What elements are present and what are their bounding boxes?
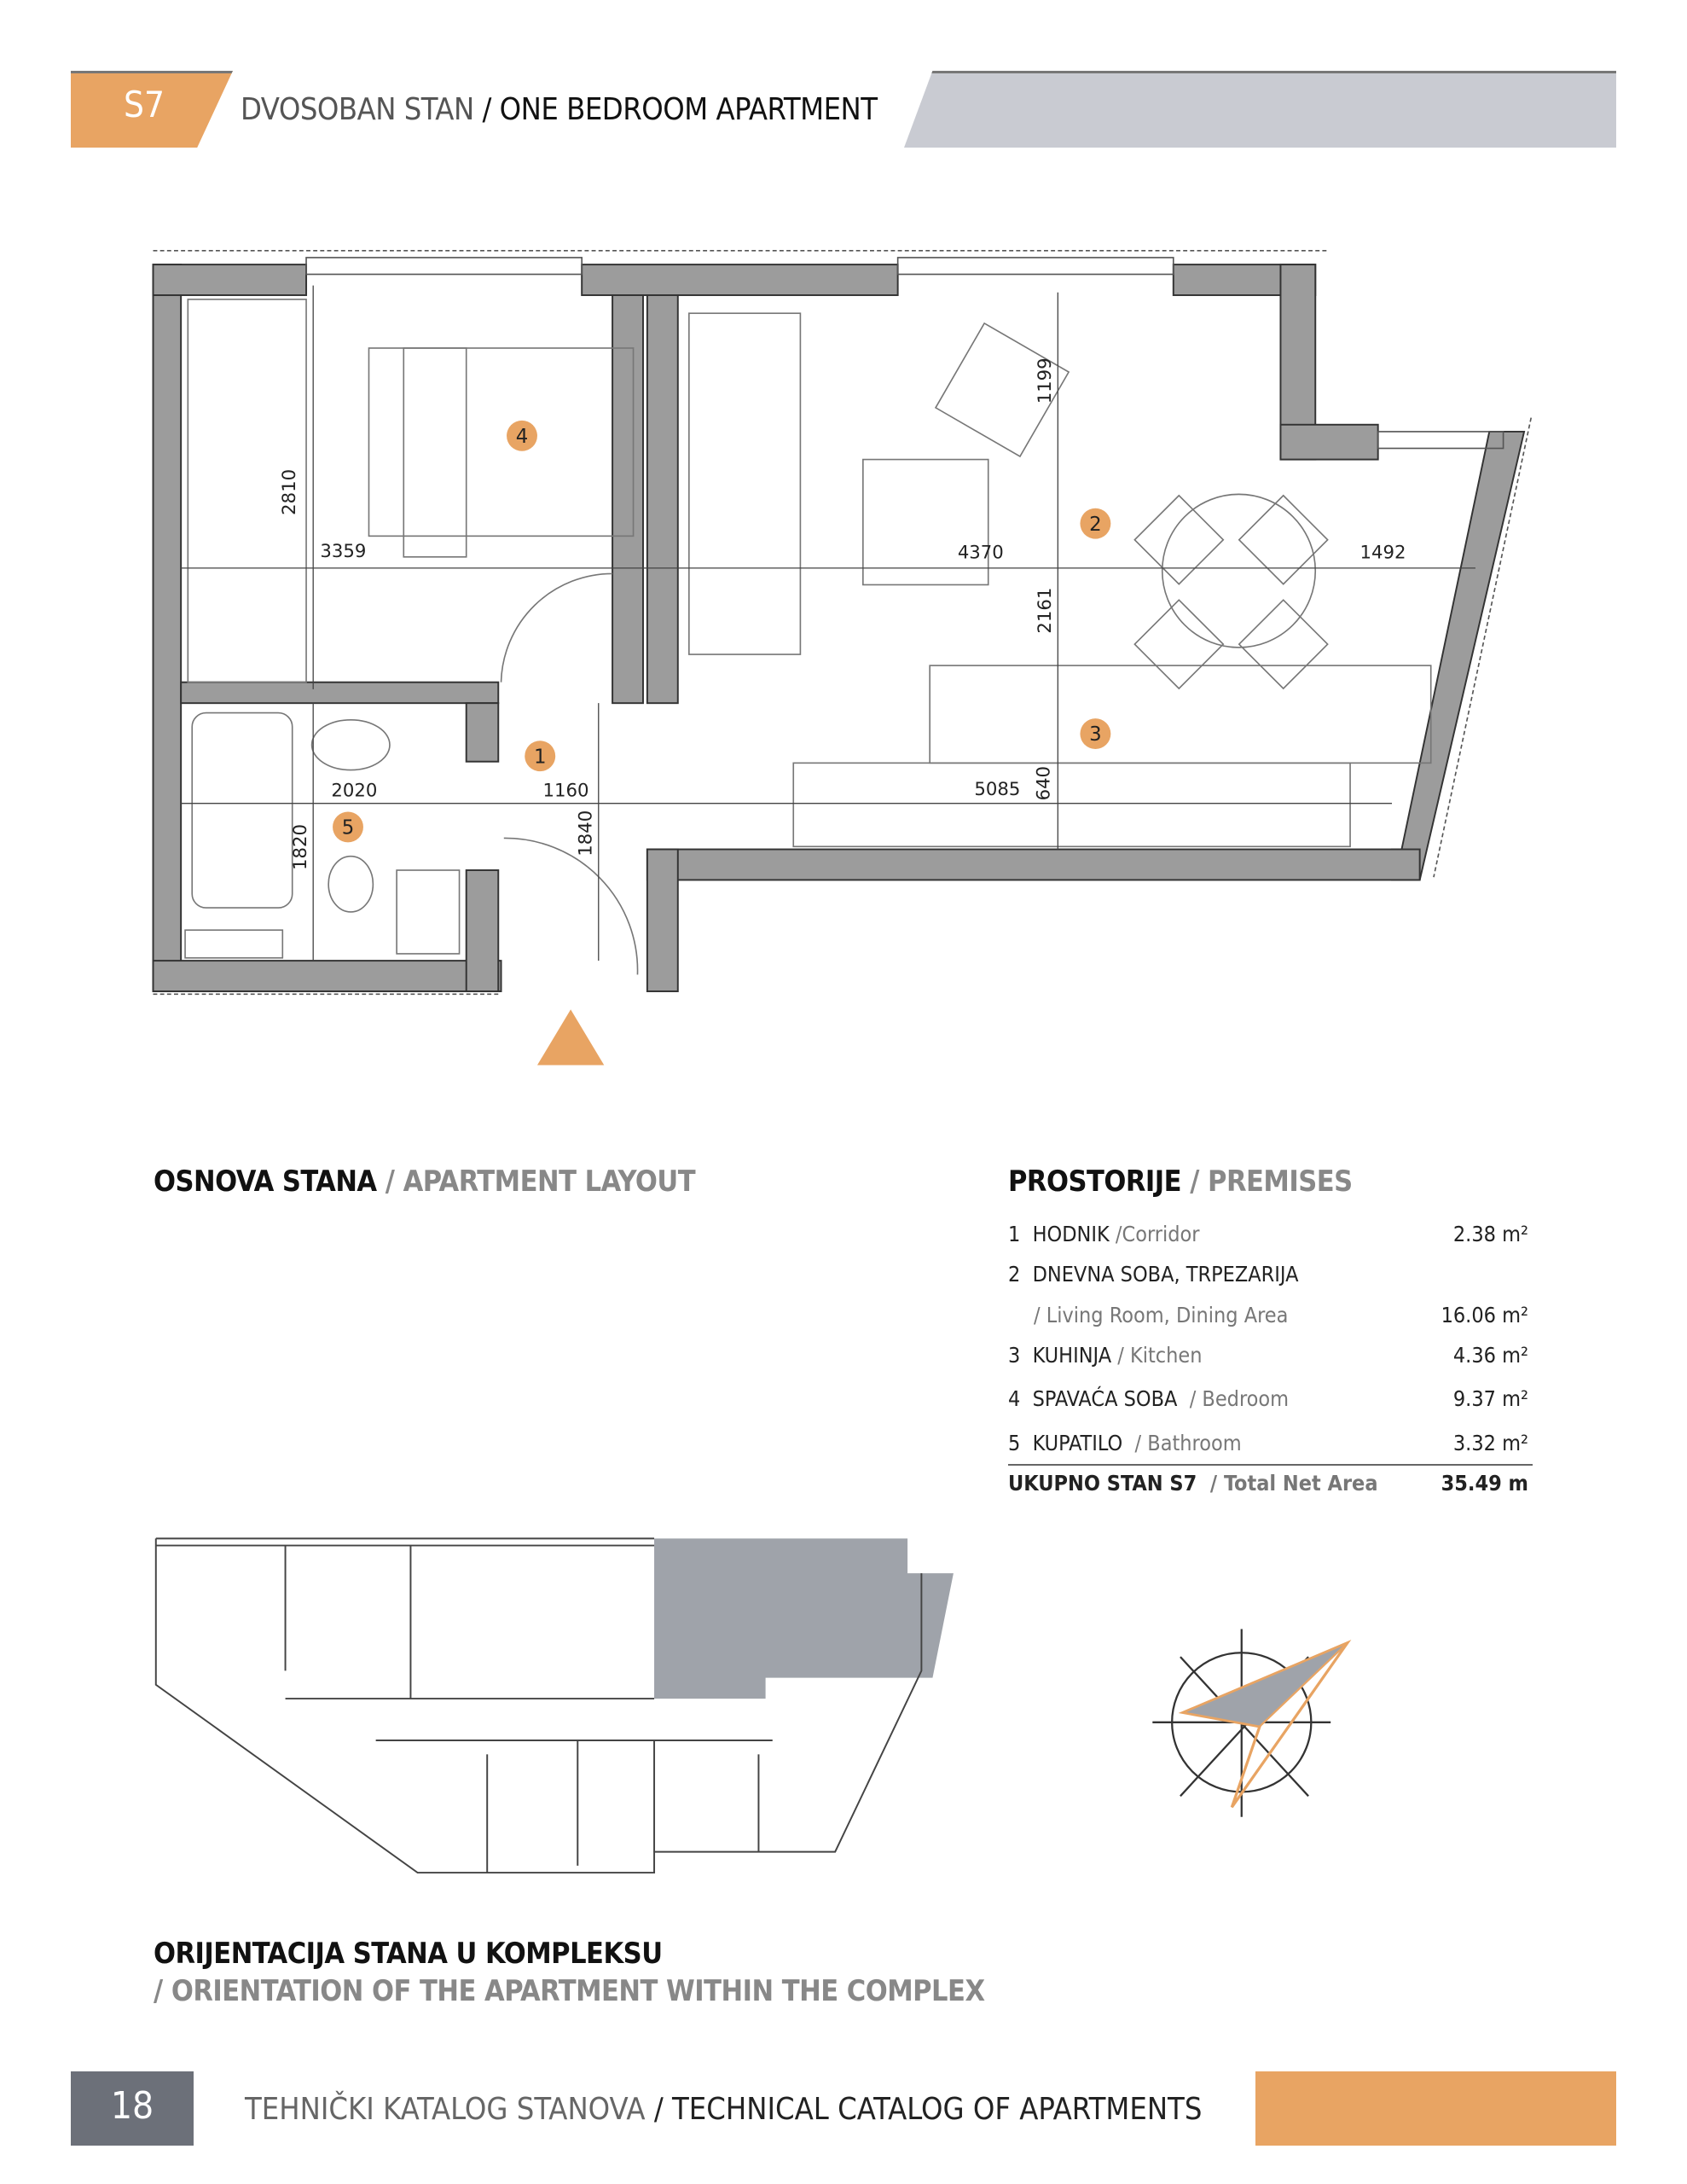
premises-heading-local: PROSTORIJE: [1008, 1165, 1182, 1199]
room-name-en: / Bedroom: [1189, 1386, 1290, 1411]
total-divider: [1008, 1464, 1533, 1466]
premises-row: 3 KUHINJA / Kitchen 4.36 m²: [1008, 1343, 1528, 1368]
room-marker-2: 2: [1089, 514, 1102, 536]
dim-4370: 4370: [958, 542, 1004, 563]
dim-1820: 1820: [290, 824, 311, 870]
footer-title: TEHNIČKI KATALOG STANOVA / TECHNICAL CAT…: [245, 2092, 1202, 2127]
orientation-heading-en: / ORIENTATION OF THE APARTMENT WITHIN TH…: [154, 1974, 985, 2008]
premises-heading: PROSTORIJE / PREMISES: [1008, 1165, 1353, 1199]
room-name: HODNIK: [1032, 1222, 1110, 1246]
room-area: 2.38 m²: [1452, 1222, 1528, 1246]
dim-2810: 2810: [279, 469, 300, 515]
page-title: DVOSOBAN STAN / ONE BEDROOM APARTMENT: [241, 92, 878, 127]
room-markers: 1 2 3 4 5: [333, 420, 1111, 843]
premises-total-row: UKUPNO STAN S7 / Total Net Area 35.49 m: [1008, 1471, 1528, 1496]
dimension-lines: [181, 285, 1475, 961]
premises-heading-en: / PREMISES: [1190, 1165, 1353, 1199]
layout-heading: OSNOVA STANA / APARTMENT LAYOUT: [154, 1165, 696, 1199]
apartment-code: S7: [124, 84, 165, 125]
premises-row: 2 DNEVNA SOBA, TRPEZARIJA: [1008, 1262, 1528, 1287]
orientation-heading: ORIJENTACIJA STANA U KOMPLEKSU: [154, 1937, 663, 1971]
title-en: / ONE BEDROOM APARTMENT: [482, 92, 878, 127]
room-num: 3: [1008, 1343, 1021, 1368]
compass-icon: [1152, 1629, 1352, 1817]
footer-accent-bar: [1255, 2071, 1616, 2146]
dim-2020: 2020: [331, 781, 377, 802]
room-name-en: / Kitchen: [1117, 1343, 1203, 1368]
room-marker-1: 1: [534, 746, 547, 768]
footer-title-local: TEHNIČKI KATALOG STANOVA: [245, 2092, 646, 2127]
header-bar: [904, 71, 1616, 148]
room-area: 3.32 m²: [1452, 1431, 1528, 1455]
room-marker-3: 3: [1089, 723, 1102, 746]
room-num: 2: [1008, 1262, 1021, 1287]
room-num: 4: [1008, 1386, 1021, 1411]
room-name: KUPATILO: [1032, 1431, 1123, 1455]
room-area: 9.37 m²: [1452, 1386, 1528, 1411]
furniture: [184, 299, 1432, 975]
layout-heading-local: OSNOVA STANA: [154, 1165, 377, 1199]
total-area: 35.49 m: [1441, 1471, 1528, 1496]
page-number: 18: [110, 2084, 154, 2128]
dim-5085: 5085: [974, 779, 1020, 800]
dim-3359: 3359: [320, 541, 366, 562]
room-name: SPAVAĆA SOBA: [1032, 1386, 1178, 1411]
total-label-en: / Total Net Area: [1209, 1471, 1378, 1496]
walls: [152, 264, 1526, 992]
dimension-labels: 2810 3359 4370 1199 2161 1492 5085 640 2…: [279, 357, 1406, 870]
layout-heading-en: / APARTMENT LAYOUT: [385, 1165, 696, 1199]
room-num: 5: [1008, 1431, 1021, 1455]
dim-1199: 1199: [1035, 357, 1056, 404]
room-num: 1: [1008, 1222, 1021, 1246]
windows: [153, 249, 1533, 996]
footer-title-en: / TECHNICAL CATALOG OF APARTMENTS: [653, 2092, 1203, 2127]
entrance-arrow-icon: [536, 1009, 605, 1066]
room-name: KUHINJA: [1032, 1343, 1112, 1368]
room-name: DNEVNA SOBA, TRPEZARIJA: [1032, 1262, 1299, 1287]
dim-640: 640: [1034, 766, 1055, 800]
premises-row: 1 HODNIK /Corridor 2.38 m²: [1008, 1222, 1528, 1246]
total-label: UKUPNO STAN S7: [1008, 1471, 1197, 1496]
dim-1840: 1840: [576, 810, 597, 857]
room-name-en: / Living Room, Dining Area: [1034, 1303, 1289, 1327]
dim-2161: 2161: [1035, 588, 1056, 634]
room-marker-5: 5: [342, 817, 355, 839]
page-number-badge: [71, 2071, 194, 2146]
premises-row: / Living Room, Dining Area 16.06 m²: [1008, 1303, 1528, 1327]
room-name-en: / Bathroom: [1134, 1431, 1242, 1455]
premises-row: 5 KUPATILO / Bathroom 3.32 m²: [1008, 1431, 1528, 1455]
title-local: DVOSOBAN STAN: [241, 92, 474, 127]
premises-row: 4 SPAVAĆA SOBA / Bedroom 9.37 m²: [1008, 1386, 1528, 1411]
apartment-code-badge: [71, 71, 233, 148]
room-marker-4: 4: [516, 426, 529, 448]
room-name-en: /Corridor: [1115, 1222, 1200, 1246]
room-area: 4.36 m²: [1452, 1343, 1528, 1368]
complex-plan: [154, 1537, 954, 1874]
dim-1492: 1492: [1359, 542, 1406, 563]
room-area: 16.06 m²: [1441, 1303, 1528, 1327]
dim-1160: 1160: [542, 781, 588, 802]
